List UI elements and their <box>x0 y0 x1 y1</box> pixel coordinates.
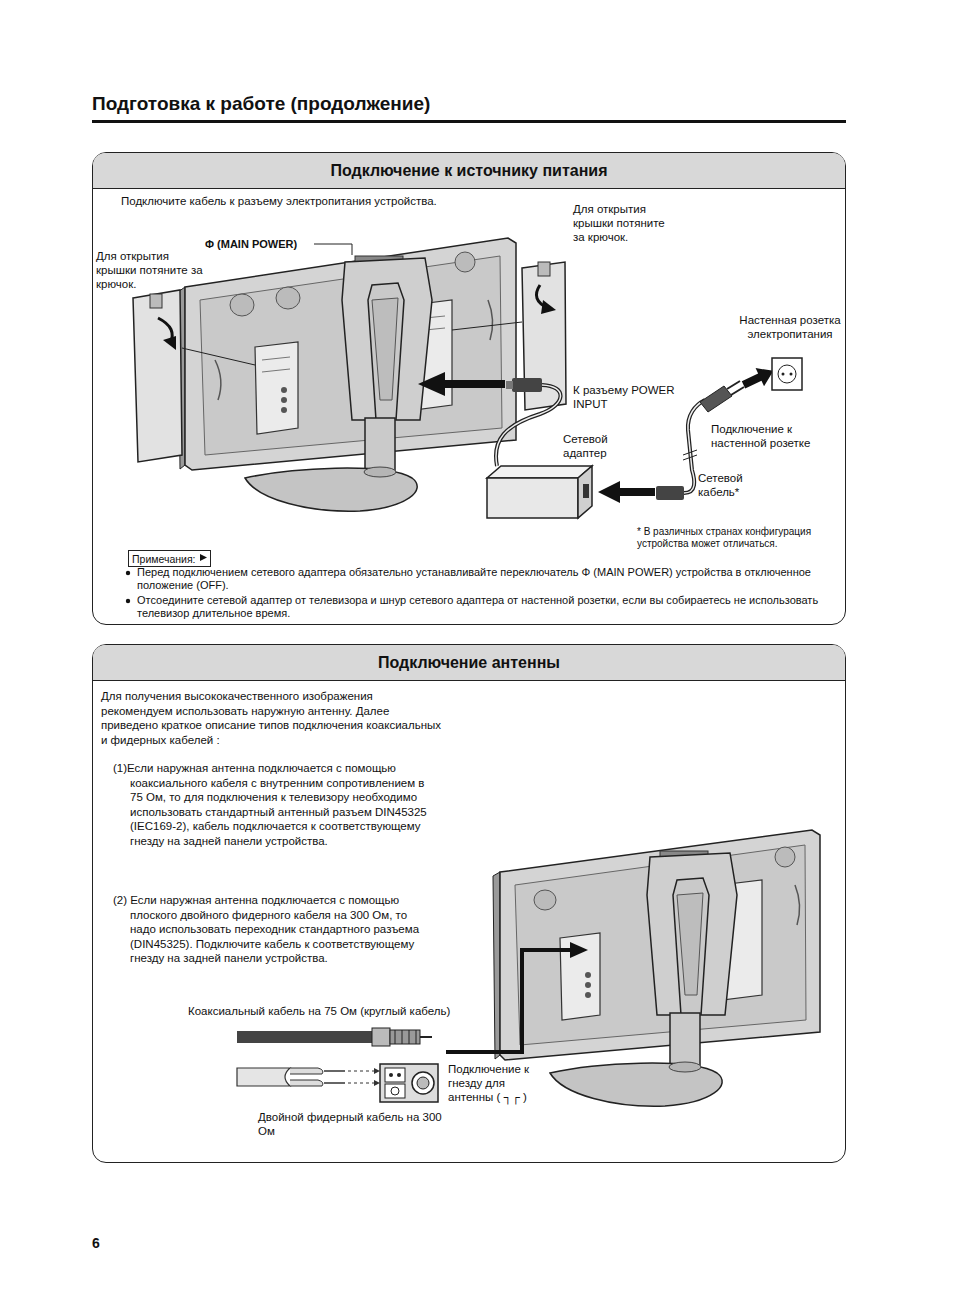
callout-text: Для открытия крышки потяните за крючок. <box>96 249 208 291</box>
page-title: Подготовка к работе (продолжение) <box>92 92 430 116</box>
cover-illustration <box>133 262 566 462</box>
callout-text: Подключение к гнезду для антенны ( ┐┌ ) <box>448 1062 548 1104</box>
cable-label: Коаксиальный кабель на 75 Ом (круглый ка… <box>188 1004 450 1018</box>
callout-text: Подключение к настенной розетке <box>711 422 836 450</box>
bullet-dot <box>126 571 130 575</box>
cable-label: Двойной фидерный кабель на 300 Ом <box>258 1110 443 1138</box>
list-item: (1)Если наружная антенна подключается с … <box>113 761 435 848</box>
intro-text: Подключите кабель к разъему электропитан… <box>121 194 551 209</box>
callout-text: Сетевой адаптер <box>563 432 625 460</box>
intro-text: Для получения высококачественного изобра… <box>101 689 446 747</box>
tv-back-illustration <box>178 238 516 511</box>
section-panel: Подключение к источнику питанияПодключит… <box>92 152 846 625</box>
tag-pointer <box>199 553 208 562</box>
callout-text: Для открытия крышки потяните за крючок. <box>573 202 668 244</box>
section-heading: Подключение к источнику питания <box>93 153 845 189</box>
note-text: Перед подключением сетевого адаптера обя… <box>137 566 827 592</box>
page-number: 6 <box>92 1236 100 1250</box>
footnote: * В различных странах конфигурация устро… <box>637 526 837 550</box>
callout-text: Сетевой кабель* <box>698 471 764 499</box>
antenna-cable-illustration <box>237 942 588 1102</box>
callout-text: Настенная розетка электропитания <box>738 313 842 341</box>
note-text: Отсоедините сетевой адаптер от телевизор… <box>137 594 827 620</box>
list-item: (2) Если наружная антенна подключается с… <box>113 893 435 966</box>
bullet-dot <box>126 599 130 603</box>
callout-text: К разъему POWER INPUT <box>573 383 691 411</box>
notes-heading: Примечания: <box>132 553 196 565</box>
tv-back-illustration <box>493 830 820 1106</box>
leader-line <box>314 244 352 255</box>
title-rule <box>92 120 846 123</box>
section-heading: Подключение антенны <box>93 645 845 681</box>
switch-label: Φ (MAIN POWER) <box>205 237 297 251</box>
notes-tag: Примечания: <box>128 550 211 567</box>
